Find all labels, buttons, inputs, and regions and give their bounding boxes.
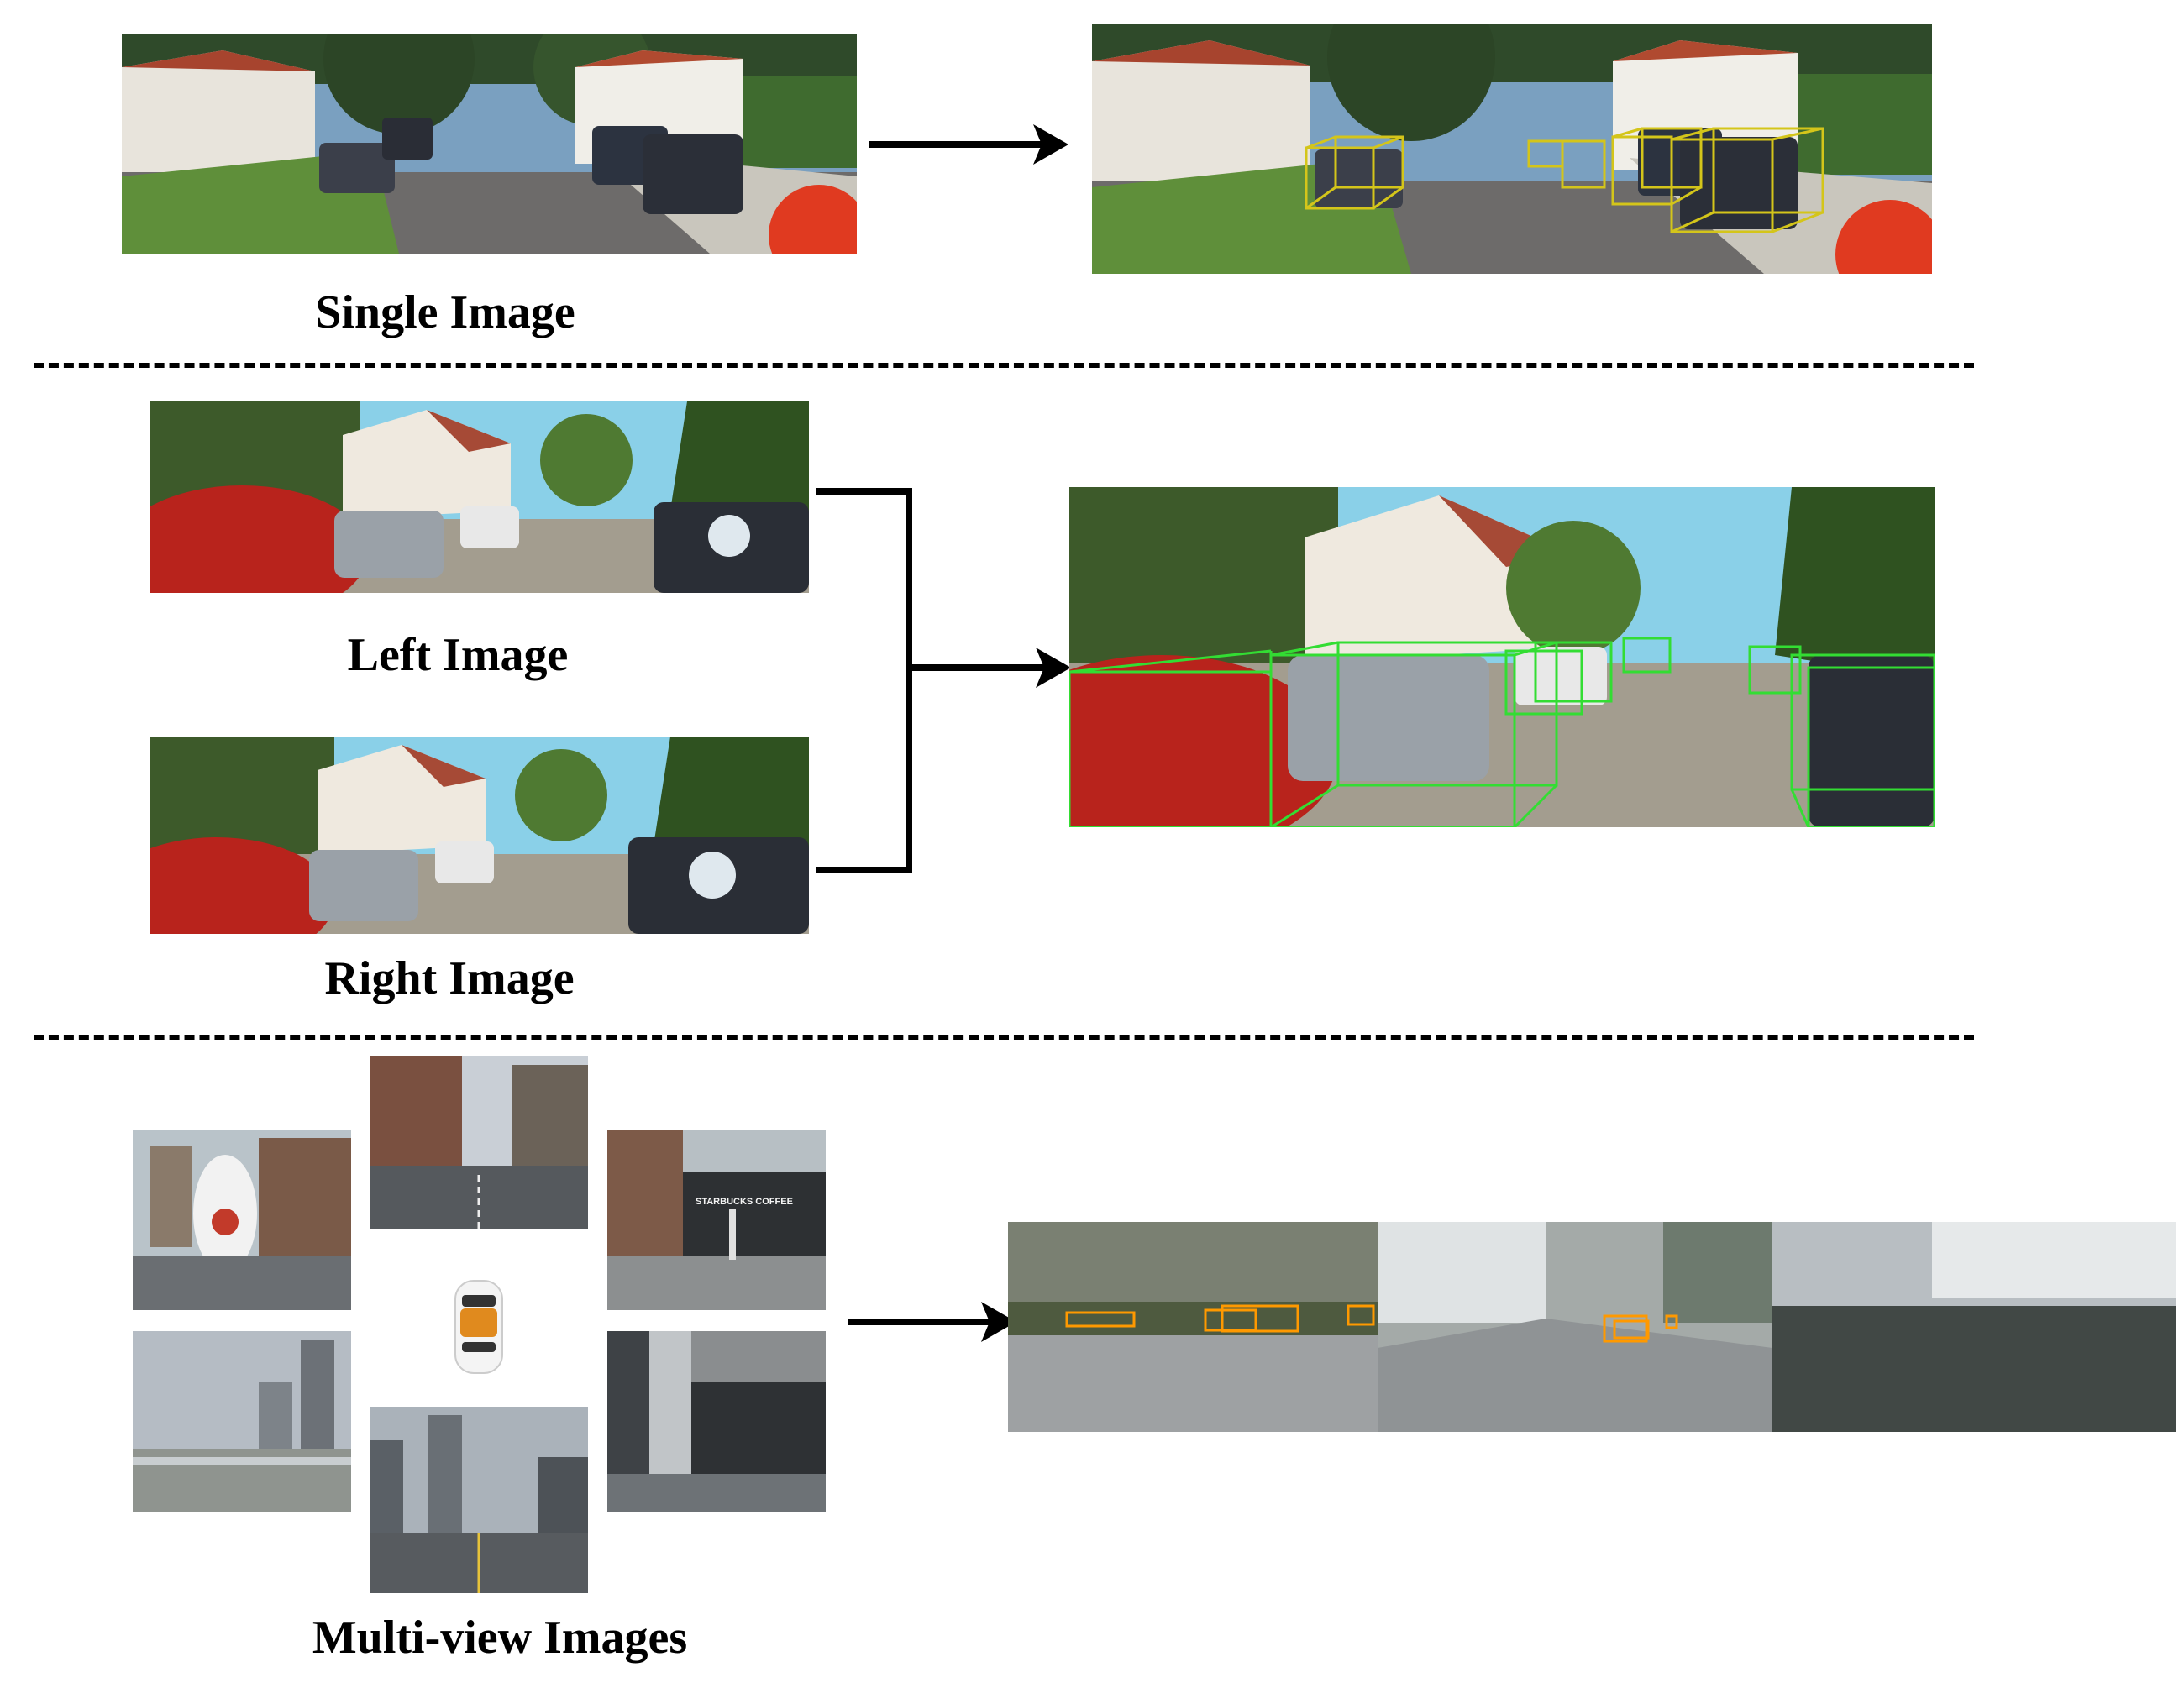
multiview-images-caption: Multi-view Images xyxy=(312,1612,688,1664)
right-image-caption: Right Image xyxy=(324,952,575,1004)
left-image-caption: Left Image xyxy=(347,629,569,681)
camera-view-back-right xyxy=(607,1331,826,1512)
storefront-sign-text: STARBUCKS COFFEE xyxy=(696,1197,793,1207)
orange-3d-boxes xyxy=(1065,1304,1678,1343)
yellow-3d-boxes xyxy=(1305,127,1824,233)
multiview-detection-panorama xyxy=(1008,1222,2176,1432)
section-divider-2 xyxy=(34,1035,1974,1040)
stereo-detection-image xyxy=(1069,487,1935,827)
camera-view-front-right: STARBUCKS COFFEE xyxy=(607,1130,826,1310)
right-stereo-image xyxy=(150,737,809,934)
camera-view-back xyxy=(370,1407,588,1593)
camera-view-back-left xyxy=(133,1331,351,1512)
camera-view-front-left xyxy=(133,1130,351,1310)
left-stereo-image xyxy=(150,401,809,593)
single-detection-image xyxy=(1092,24,1932,274)
single-image-caption: Single Image xyxy=(315,286,575,338)
green-3d-boxes xyxy=(1069,637,1935,827)
camera-view-front xyxy=(370,1056,588,1229)
section-divider-1 xyxy=(34,363,1974,368)
single-input-image xyxy=(122,34,857,254)
